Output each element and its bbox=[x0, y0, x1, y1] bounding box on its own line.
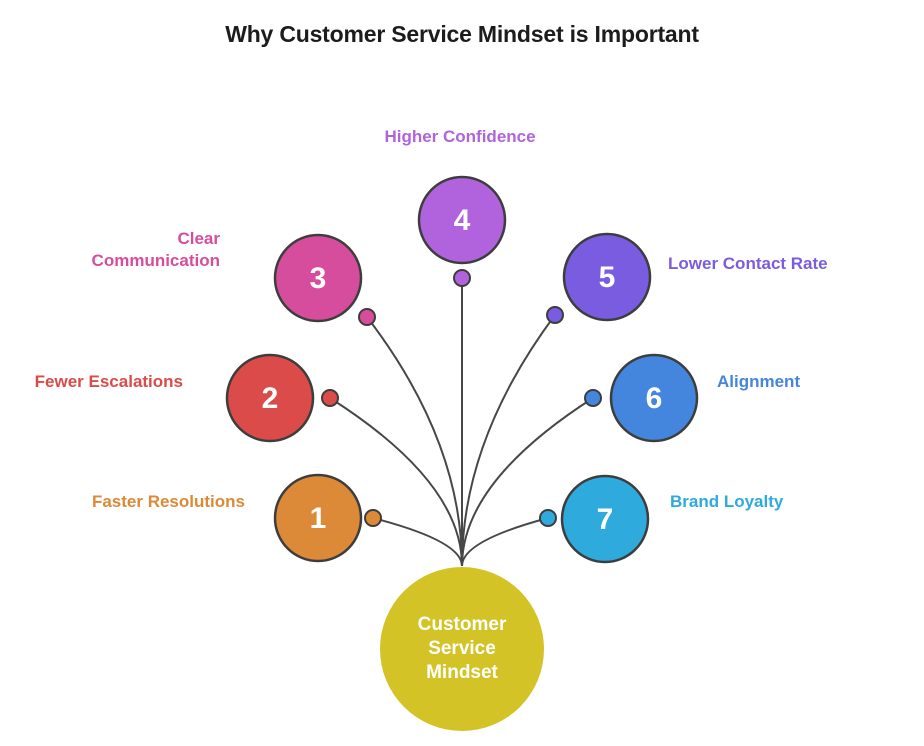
node-number-3: 3 bbox=[310, 262, 327, 295]
node-label-5: Lower Contact Rate bbox=[668, 254, 828, 273]
node-number-1: 1 bbox=[310, 502, 327, 535]
connector-curve-6 bbox=[461, 397, 594, 567]
node-circle-3 bbox=[273, 233, 363, 323]
connector-dot-5 bbox=[546, 306, 564, 324]
node-label-3: Clear Communication bbox=[91, 229, 220, 270]
connector-dot-1 bbox=[364, 509, 382, 527]
node-circle-1 bbox=[273, 473, 363, 563]
connector-curve-1 bbox=[372, 517, 463, 567]
node-number-6: 6 bbox=[646, 382, 663, 415]
connector-dot-3 bbox=[358, 308, 376, 326]
connector-dot-4 bbox=[453, 269, 471, 287]
connector-dot-2 bbox=[321, 389, 339, 407]
node-label-4: Higher Confidence bbox=[384, 127, 536, 146]
center-label: Customer Service Mindset bbox=[417, 614, 507, 683]
node-number-4: 4 bbox=[454, 204, 471, 237]
node-circle-2 bbox=[225, 353, 315, 443]
node-circle-4 bbox=[417, 175, 507, 265]
connector-curve-2 bbox=[329, 397, 463, 567]
connector-curve-7 bbox=[461, 517, 549, 567]
node-circle-7 bbox=[560, 474, 650, 564]
node-label-7: Brand Loyalty bbox=[670, 492, 784, 511]
connector-curve-3 bbox=[366, 316, 463, 567]
numbered-nodes bbox=[225, 175, 699, 564]
node-number-2: 2 bbox=[262, 382, 279, 415]
node-numbers: 1 2 3 4 5 6 7 bbox=[262, 204, 663, 536]
page-title: Why Customer Service Mindset is Importan… bbox=[225, 21, 699, 47]
connector-dot-7 bbox=[539, 509, 557, 527]
node-label-6: Alignment bbox=[717, 372, 801, 391]
node-circle-5 bbox=[562, 232, 652, 322]
node-number-5: 5 bbox=[599, 261, 616, 294]
connector-dot-6 bbox=[584, 389, 602, 407]
connector-curve-5 bbox=[461, 314, 556, 567]
center-circle bbox=[380, 567, 544, 731]
node-label-1: Faster Resolutions bbox=[91, 492, 245, 511]
node-label-2: Fewer Escalations bbox=[34, 372, 183, 391]
node-circle-6 bbox=[609, 353, 699, 443]
node-number-7: 7 bbox=[597, 503, 614, 536]
connector-dots bbox=[321, 269, 602, 527]
connector-curves bbox=[329, 278, 594, 567]
